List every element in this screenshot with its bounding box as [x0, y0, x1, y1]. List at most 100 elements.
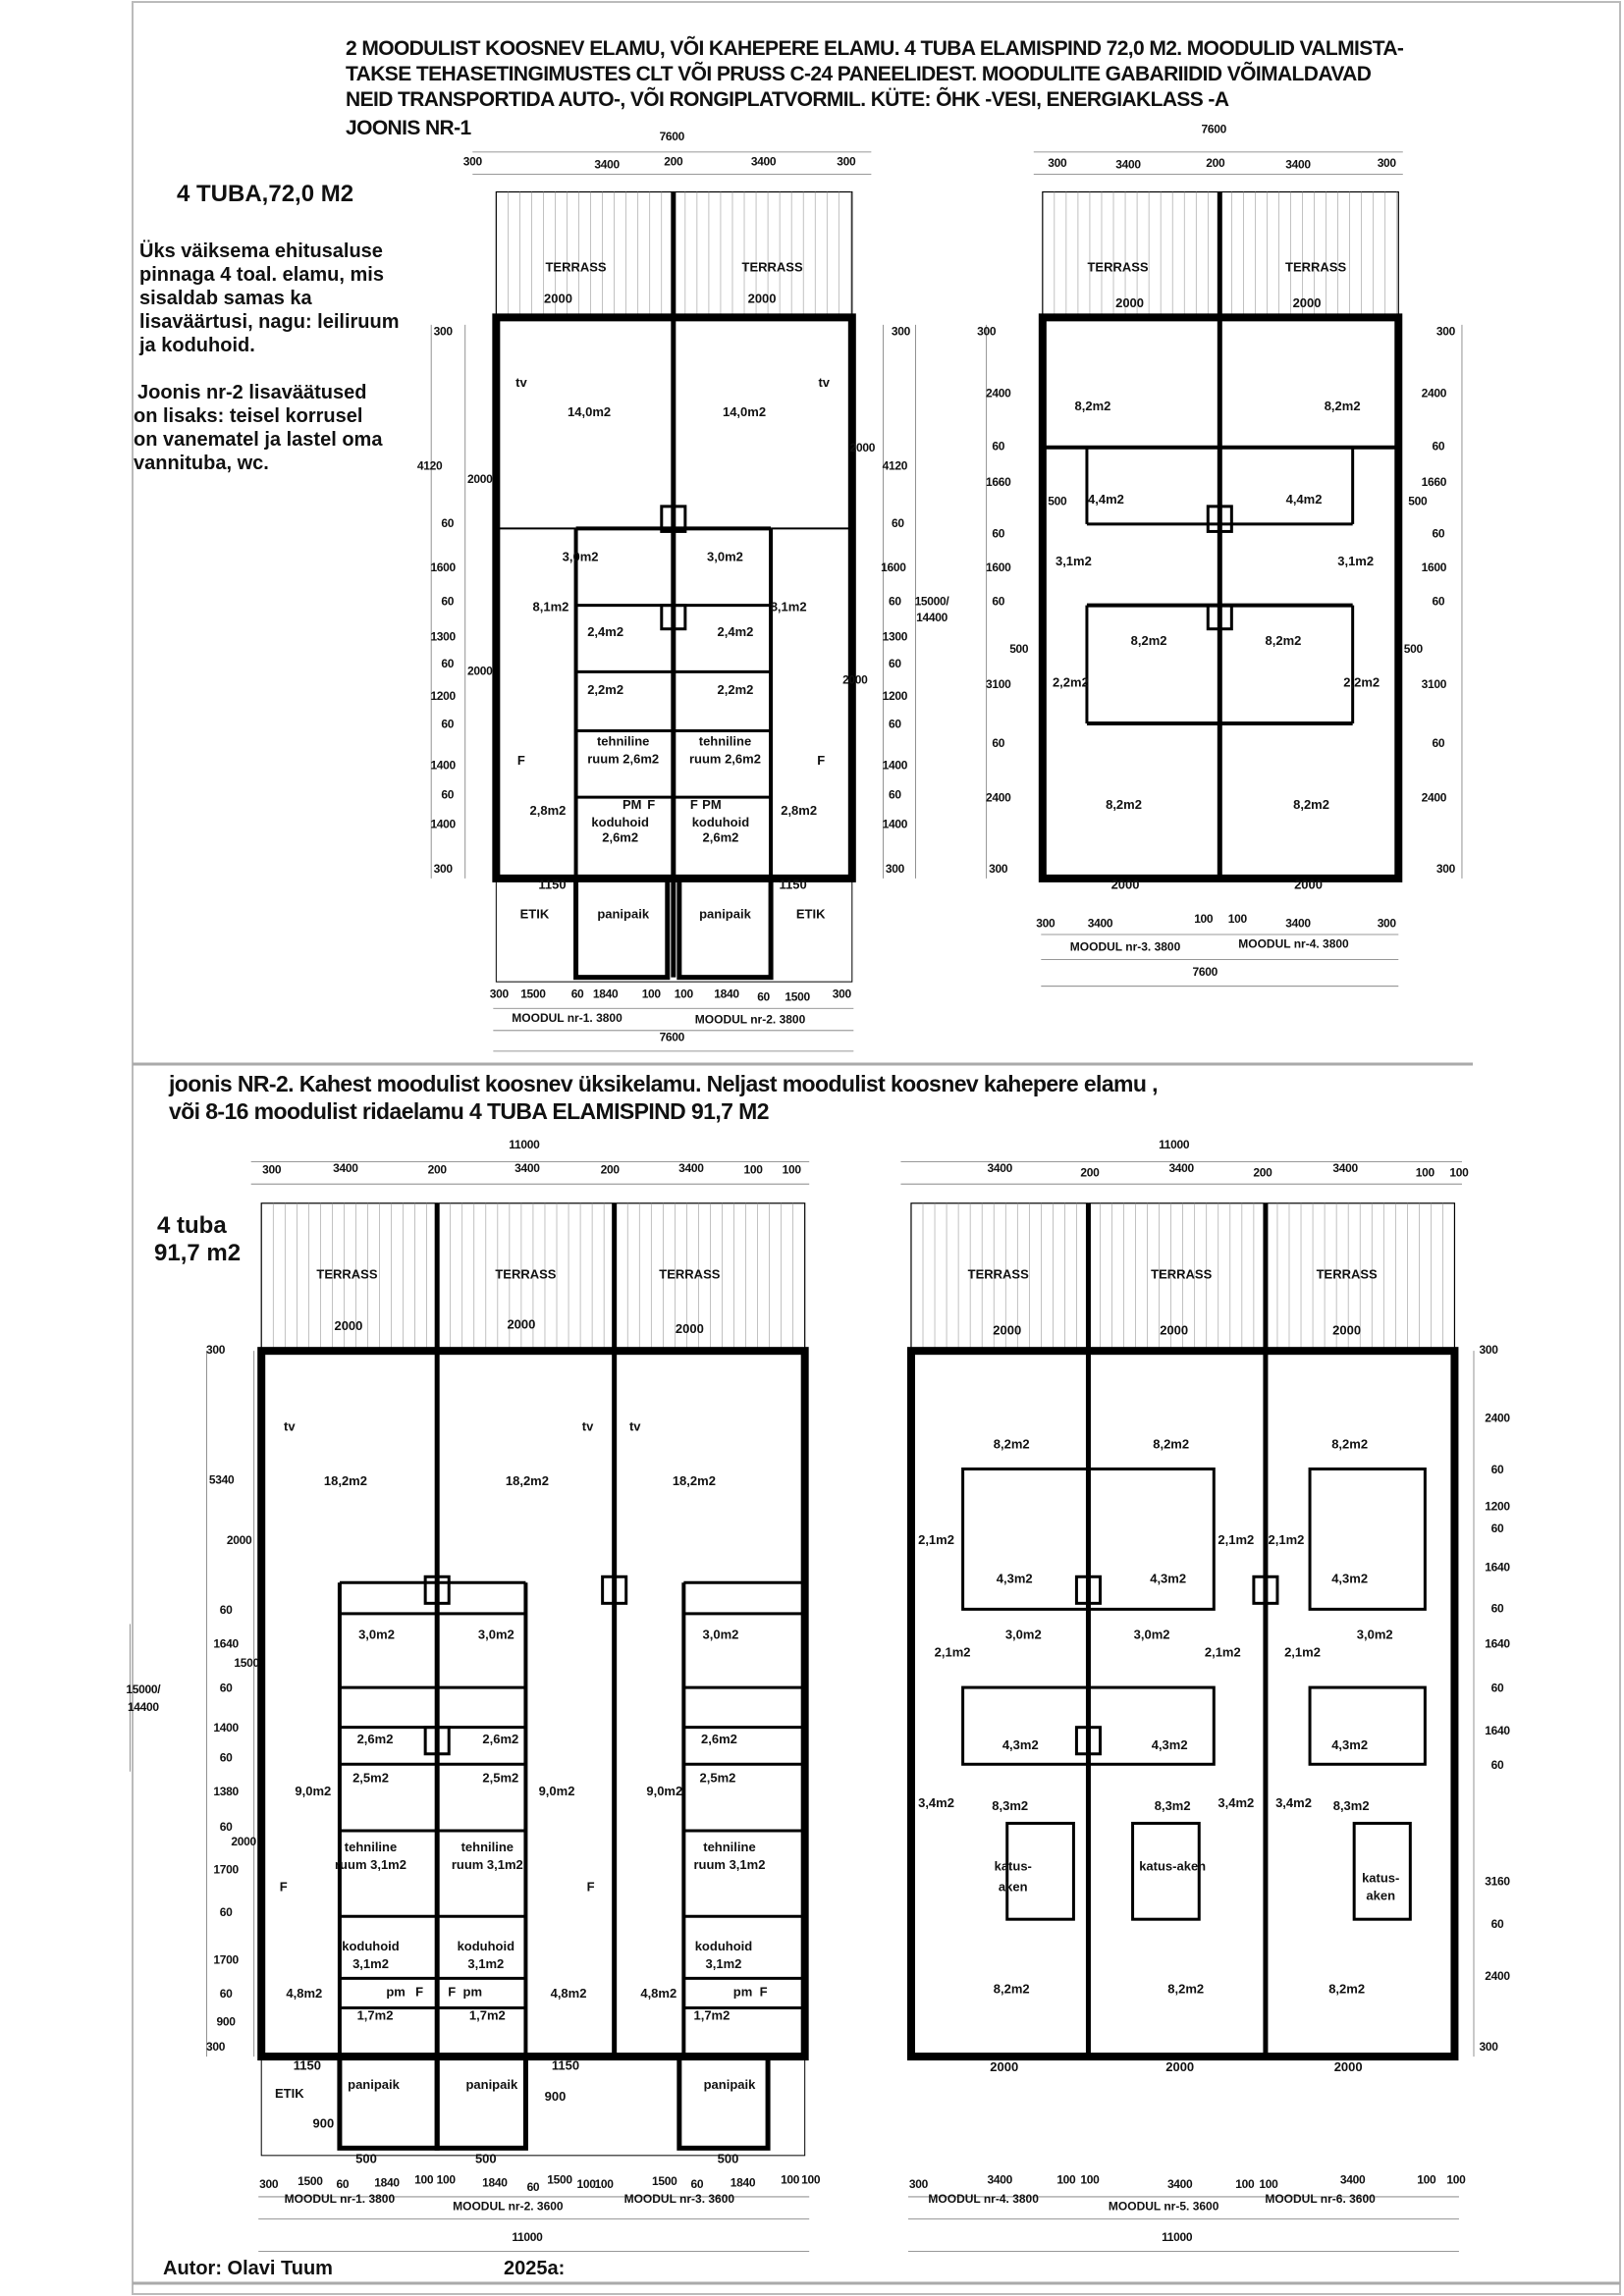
room-label: 2000 — [993, 1323, 1021, 1338]
dimension-label: 1840 — [714, 988, 739, 1001]
dimension-label: 100 — [1449, 1166, 1469, 1180]
room-label: 2,2m2 — [587, 682, 623, 697]
room-label: ruum 2,6m2 — [587, 752, 659, 767]
dimension-label: 3400 — [1285, 917, 1311, 931]
joonis-2-line: või 8-16 moodulist ridaelamu 4 TUBA ELAM… — [169, 1098, 769, 1124]
dimension-label: 60 — [992, 440, 1004, 454]
room-label: 4,3m2 — [1150, 1571, 1186, 1585]
author: Autor: Olavi Tuum — [163, 2258, 333, 2279]
room-label: 8,1m2 — [771, 600, 807, 614]
dimension-label: 60 — [1491, 1601, 1504, 1615]
dimension-label: 100 — [743, 1163, 763, 1177]
room-label: 4,3m2 — [1331, 1571, 1368, 1585]
room-label: 2000 — [334, 1318, 362, 1333]
module-label: MOODUL nr-1. 3800 — [285, 2192, 396, 2206]
dimension-label: 1200 — [883, 689, 908, 703]
dimension-label: 1500 — [652, 2174, 677, 2188]
room-label: 3,4m2 — [1275, 1795, 1312, 1810]
room-label: F — [760, 1984, 768, 1999]
dimension-label: 300 — [1378, 156, 1397, 170]
room-label: tehniline — [703, 1840, 755, 1854]
room-label: 8,2m2 — [994, 1436, 1030, 1451]
dimension-label: 300 — [262, 1163, 282, 1177]
room-label: 18,2m2 — [673, 1473, 716, 1488]
dimension-label: 60 — [1433, 736, 1445, 750]
joonis-1-title: JOONIS NR-1 — [346, 117, 472, 139]
room-label: 900 — [545, 2089, 567, 2104]
room-label: 3,1m2 — [352, 1956, 389, 1971]
room-label: 4,8m2 — [640, 1986, 677, 2001]
room-label: 4,3m2 — [1002, 1737, 1039, 1752]
dimension-label: 300 — [977, 324, 997, 338]
dimension-label: 300 — [909, 2177, 929, 2191]
dimension-label: 60 — [889, 717, 901, 730]
room-label: 2000 — [1160, 1323, 1188, 1338]
column — [660, 604, 687, 631]
dimension-label: 100 — [642, 988, 662, 1001]
dimension-label: 11000 — [512, 2230, 543, 2244]
room-label: F — [280, 1880, 288, 1895]
room-label: 4,3m2 — [997, 1571, 1033, 1585]
room-label: panipaik — [699, 906, 752, 921]
room-label: pm — [386, 1984, 406, 1999]
description-line: vannituba, wc. — [134, 453, 269, 474]
dimension-label: 60 — [889, 657, 901, 670]
room-label: 8,2m2 — [994, 1981, 1030, 1996]
room-label: 8,2m2 — [1331, 1436, 1368, 1451]
dimension-label: 200 — [664, 154, 683, 168]
dimension-label: 1840 — [593, 988, 619, 1001]
dimension-label: 3400 — [1285, 157, 1311, 171]
dimension-label: 60 — [691, 2177, 704, 2191]
dimension-label: 300 — [463, 154, 483, 168]
description-line: sisaldab samas ka — [139, 288, 313, 309]
room-label: 8,2m2 — [1325, 399, 1361, 413]
dimension-label: 3100 — [986, 677, 1011, 691]
dimension-label: 60 — [220, 1987, 233, 2001]
room-label: 8,2m2 — [1106, 797, 1142, 812]
skylight-room — [1131, 1821, 1201, 1921]
dimension-label: 1700 — [213, 1952, 239, 1966]
dimension-label: 1300 — [430, 630, 456, 644]
dimension-label: 100 — [1416, 1166, 1435, 1180]
dimension-label: 60 — [441, 516, 454, 530]
room-label: koduhoid — [458, 1939, 515, 1953]
dimension-label: 200 — [1080, 1166, 1100, 1180]
dimension-label: 3400 — [514, 1161, 540, 1175]
dimension-label: 60 — [1433, 526, 1445, 540]
header-text: 2 MOODULIST KOOSNEV ELAMU, VÕI KAHEPERE … — [346, 36, 1405, 139]
dimension-label: 2400 — [1422, 387, 1447, 400]
room-label: panipaik — [704, 2077, 757, 2092]
dimension-label: 11000 — [1162, 2230, 1193, 2244]
skylight-room — [1005, 1821, 1075, 1921]
room-label: 1,7m2 — [693, 2007, 730, 2022]
dimension-label: 500 — [1404, 642, 1424, 656]
room-label: koduhoid — [695, 1939, 753, 1953]
room-label: 14,0m2 — [568, 404, 611, 419]
dimension-label: 3100 — [1422, 677, 1447, 691]
porch — [260, 2056, 806, 2157]
room-label: 8,3m2 — [992, 1798, 1028, 1813]
pantry-wall — [677, 2054, 771, 2151]
dimension-label: 2000 — [231, 1835, 256, 1848]
column — [1206, 604, 1233, 631]
room-label: aken — [1366, 1889, 1395, 1903]
dimension-label: 2000 — [467, 472, 493, 486]
dimension-label: 300 — [206, 2040, 226, 2054]
dimension-label: 300 — [989, 862, 1008, 876]
dimension-label: 60 — [220, 1682, 233, 1695]
dimension-label: 60 — [1491, 1682, 1504, 1695]
column — [1074, 1726, 1102, 1756]
dimension-label: 60 — [441, 788, 454, 802]
room-label: 9,0m2 — [539, 1784, 575, 1798]
description-line: Joonis nr-2 lisaväätused — [137, 382, 366, 403]
room-label: 14,0m2 — [723, 404, 766, 419]
dimension-label: 60 — [441, 595, 454, 609]
room-label: 1150 — [780, 877, 807, 891]
area-label: 91,7 m2 — [154, 1240, 241, 1266]
dimension-label: 60 — [220, 1750, 233, 1764]
dimension-label: 7600 — [1202, 122, 1227, 135]
walls-layer — [129, 151, 1475, 2253]
dimension-label: 1200 — [430, 689, 456, 703]
room-label: TERRASS — [742, 260, 803, 275]
